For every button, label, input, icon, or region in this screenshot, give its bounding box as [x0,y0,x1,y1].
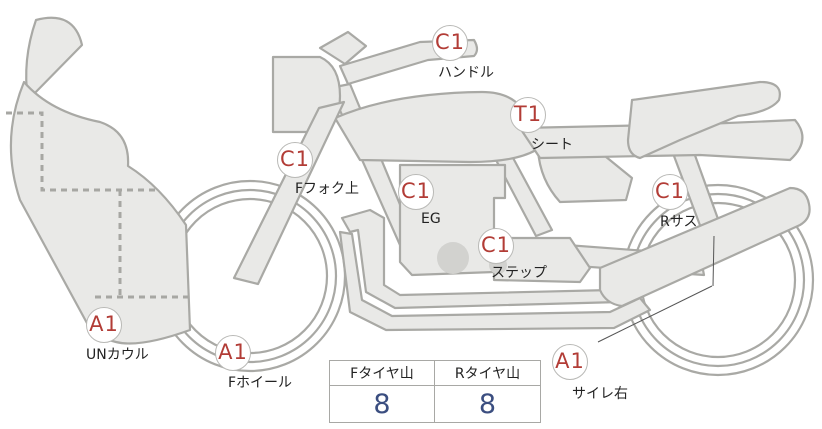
fwheel-marker: A1 [215,335,251,371]
uncowl-marker: A1 [86,307,122,343]
muffler [598,186,811,308]
handlebar-mount [318,30,368,66]
cowl-panel-split [6,111,188,299]
front-cowl [25,16,84,102]
muffler-callout-line-2 [597,285,713,343]
r-tire-header: Rタイヤ山 [435,361,540,386]
eg-label: EG [421,211,441,227]
step-label: ステップ [491,265,547,281]
seat-label: シート [531,137,573,153]
r-tire-value: 8 [478,388,497,420]
handle-label: ハンドル [438,65,494,81]
fwheel-label: Fホイール [228,375,293,391]
seat-pad [626,80,781,160]
f-tire-header: Fタイヤ山 [330,361,435,386]
rside-label: サイレ右 [572,386,628,402]
fuel-tank [333,90,538,164]
rsus-marker: C1 [652,174,688,210]
under-cowl [9,80,192,345]
ffork-label: Fフォク上 [295,181,360,197]
tire-tread-table: Fタイヤ山 Rタイヤ山 8 8 [329,360,541,423]
front-fork [232,100,346,286]
rsus-label: Rサス [660,214,698,230]
uncowl-label: UNカウル [86,347,149,363]
engine-cover [437,242,469,274]
ffork-marker: C1 [277,142,313,178]
seat-marker: T1 [510,97,546,133]
side-cover [536,148,634,204]
eg-marker: C1 [398,174,434,210]
handle-marker: C1 [432,25,468,61]
step-marker: C1 [478,228,514,264]
f-tire-value: 8 [330,386,435,422]
muffler-callout-line [712,235,715,287]
rside-marker: A1 [552,344,588,380]
